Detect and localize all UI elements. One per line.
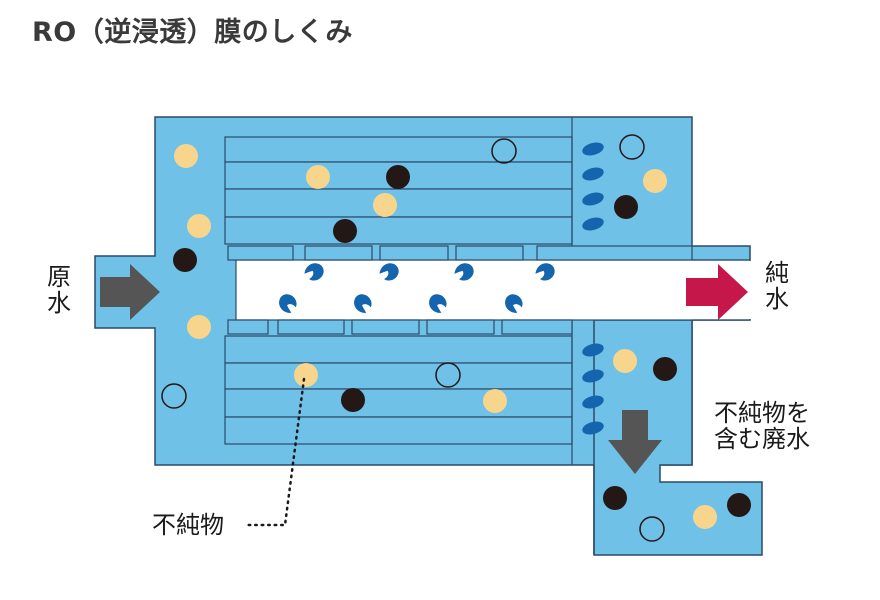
raw-water-label-char1: 原 [47,263,71,291]
water-drop [582,142,604,156]
tube-perforations-top [227,245,693,261]
black-particle [173,248,197,272]
beige-particle [294,363,318,387]
beige-particle [187,214,211,238]
black-particle [603,486,627,510]
raw-water-label-char2: 水 [47,289,71,317]
water-drop [535,263,555,281]
pure-water-label: 純 水 [763,260,791,312]
hollow-particle [619,134,645,160]
pure-water-arrow [686,264,748,320]
water-drop [505,294,523,313]
water-drop [354,294,372,313]
black-particle [386,165,410,189]
page-title: RO（逆浸透）膜のしくみ [32,17,353,48]
water-drop [429,294,447,313]
beige-particle [693,505,717,529]
water-drop [582,369,604,383]
raw-water-label: 原 水 [45,264,73,316]
water-drop [582,421,604,435]
water-drop [582,217,604,231]
tube-perforations-bottom [227,319,573,335]
black-particle [727,493,751,517]
hollow-particle [639,516,665,542]
water-drop [279,294,297,313]
water-drop [582,192,604,206]
hollow-particle [491,138,517,164]
hollow-particle [161,383,187,409]
water-drop [379,263,399,281]
black-particle [614,195,638,219]
black-particles [173,165,751,517]
beige-particle [483,389,507,413]
pure-water-label-char2: 水 [765,285,789,313]
waste-arrow [608,410,662,474]
beige-particle [187,315,211,339]
beige-particle [373,193,397,217]
beige-particle [613,349,637,373]
black-particle [653,357,677,381]
raw-water-arrow [100,264,160,320]
beige-particles [174,144,717,529]
beige-particle [643,169,667,193]
waste-water-label-line1: 不純物を [714,399,810,427]
water-drops-right [582,142,604,435]
water-drop [582,395,604,409]
water-drop [454,263,474,281]
membrane-layers-top [224,136,573,245]
impurity-label: 不純物 [152,511,224,539]
black-particle [333,219,357,243]
water-drop [582,343,604,357]
water-drops-tube [279,263,555,313]
hollow-particle [435,362,461,388]
pure-water-label-char1: 純 [765,259,789,287]
waste-water-label-line2: 含む廃水 [714,425,810,453]
beige-particle [306,165,330,189]
black-particle [341,388,365,412]
hollow-particles [161,134,665,542]
water-drop [582,167,604,181]
membrane-layers-bottom [224,335,573,445]
waste-water-label: 不純物を 含む廃水 [714,400,810,452]
water-drop [304,263,324,281]
beige-particle [174,144,198,168]
